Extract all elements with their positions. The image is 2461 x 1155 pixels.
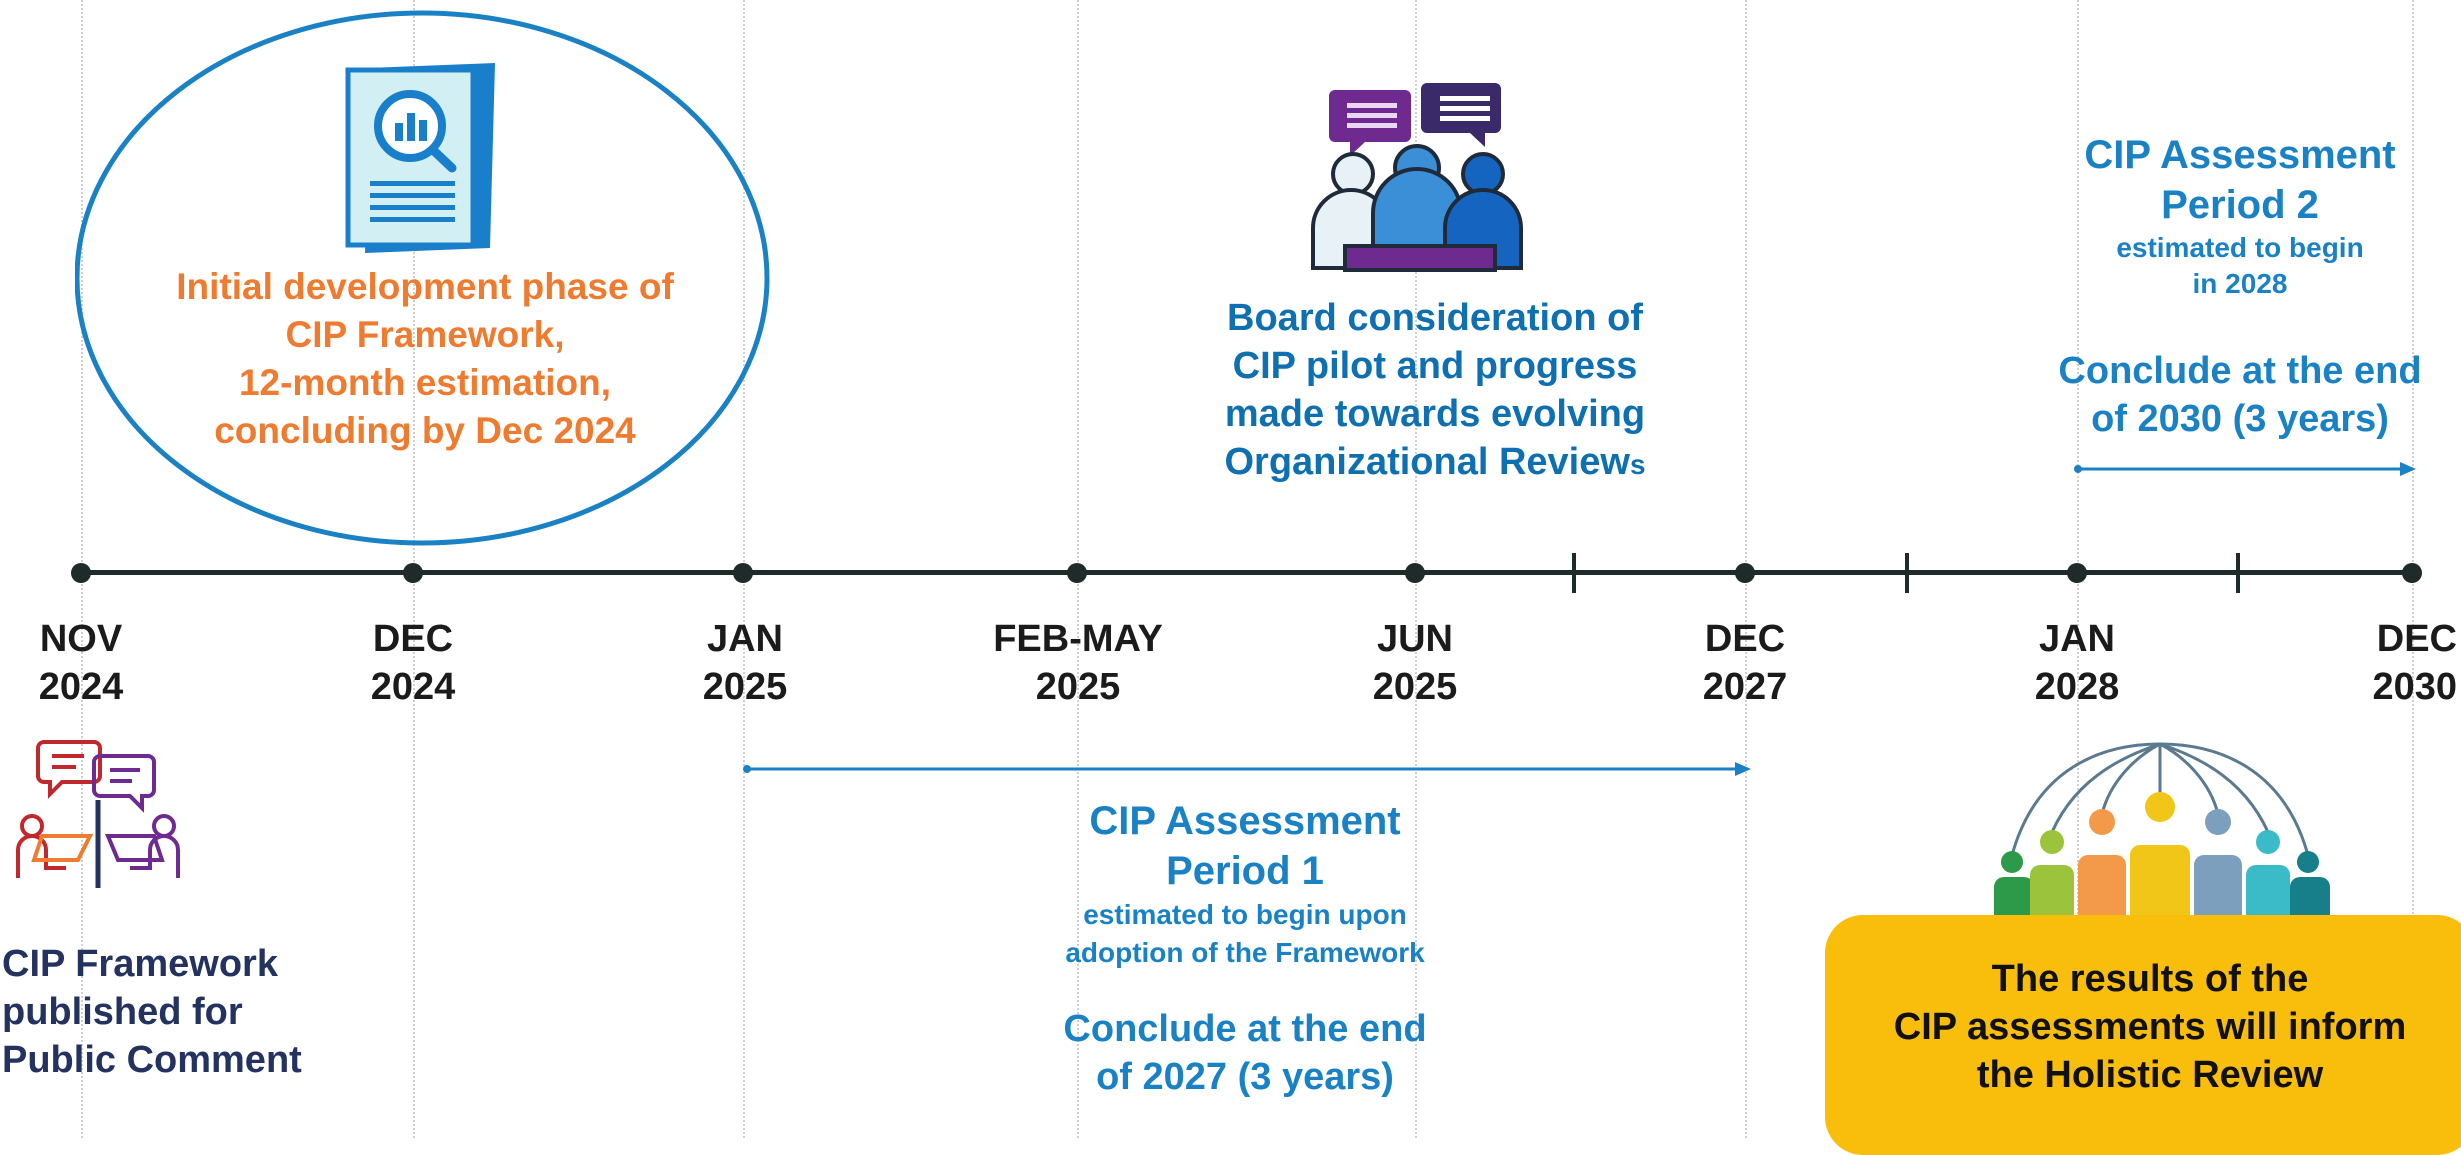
meeting-discussion-icon bbox=[1311, 83, 1523, 272]
timeline-dot bbox=[2402, 563, 2422, 583]
connected-people-icon bbox=[1994, 742, 2330, 927]
period1-conclude-text: Conclude at the end of 2027 (3 years) bbox=[1063, 1008, 1427, 1098]
report-document-icon bbox=[345, 63, 495, 253]
timeline-break-tick bbox=[1572, 553, 1576, 593]
timeline-dot bbox=[1067, 563, 1087, 583]
timeline-dot bbox=[1405, 563, 1425, 583]
initial-phase-text: Initial development phase of CIP Framewo… bbox=[176, 266, 674, 451]
period1-label: CIP Assessment Period 1 estimated to beg… bbox=[1065, 799, 1425, 968]
timeline-dot bbox=[1735, 563, 1755, 583]
period2-arrow bbox=[2074, 462, 2416, 476]
public-comment-icon bbox=[16, 740, 180, 888]
timeline-dot bbox=[2067, 563, 2087, 583]
period2-label: CIP Assessment Period 2 estimated to beg… bbox=[2084, 133, 2396, 299]
timeline-break-tick bbox=[1905, 553, 1909, 593]
timeline-dot bbox=[71, 563, 91, 583]
period2-conclude-text: Conclude at the end of 2030 (3 years) bbox=[2058, 350, 2422, 440]
timeline-dot bbox=[403, 563, 423, 583]
published-text: CIP Framework published for Public Comme… bbox=[2, 943, 302, 1081]
period1-arrow bbox=[743, 762, 1751, 776]
initial-phase-ellipse bbox=[75, 10, 770, 546]
timeline-axis bbox=[80, 570, 2415, 575]
holistic-review-box bbox=[1825, 915, 2461, 1155]
board-consideration-text: Board consideration of CIP pilot and pro… bbox=[1224, 297, 1646, 483]
holistic-review-text: The results of the CIP assessments will … bbox=[1893, 958, 2407, 1096]
timeline-break-tick bbox=[2236, 553, 2240, 593]
timeline-dot bbox=[733, 563, 753, 583]
